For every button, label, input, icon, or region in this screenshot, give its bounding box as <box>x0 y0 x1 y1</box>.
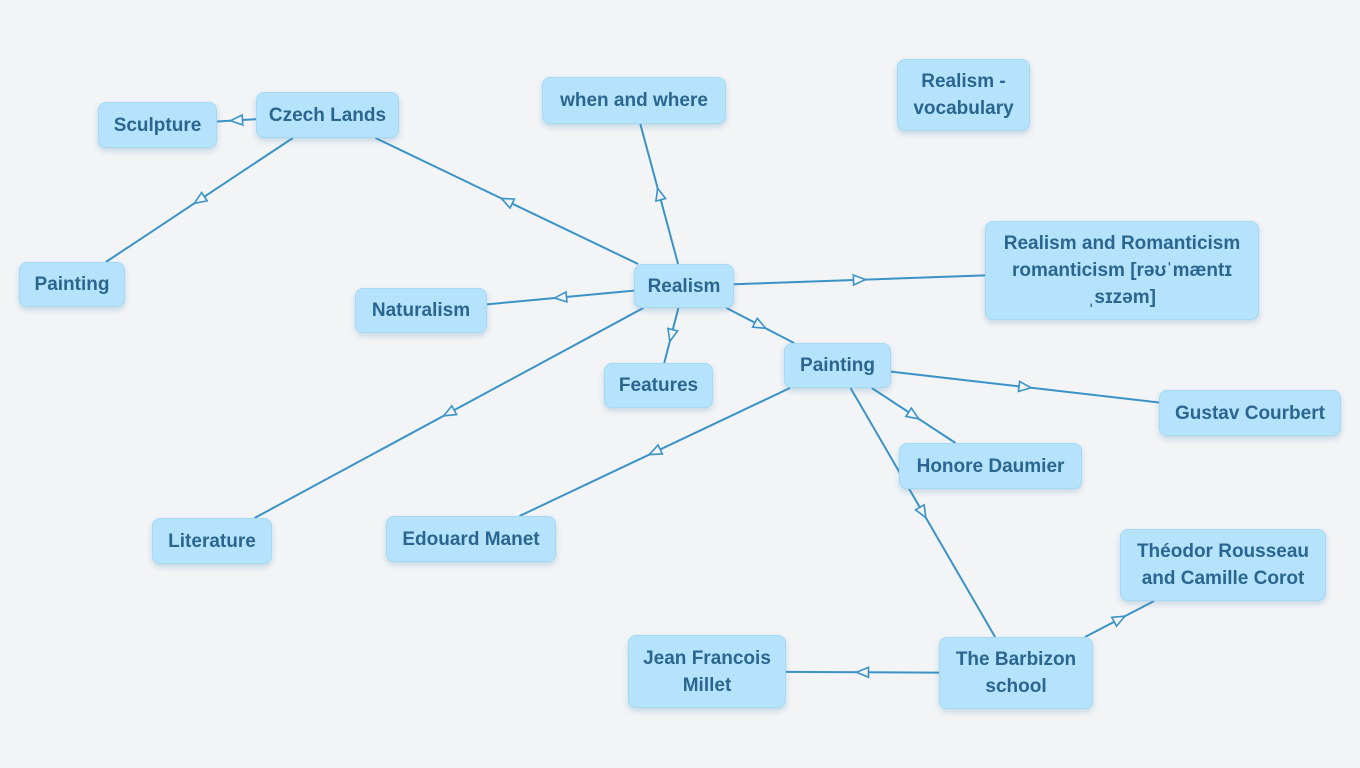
edge-realism-to-czech_lands <box>375 137 639 265</box>
node-label: Literature <box>168 530 256 552</box>
node-label: Naturalism <box>371 300 471 321</box>
node-jean-francois-millet[interactable]: Jean Francois Millet <box>628 635 786 708</box>
edge-arrow-icon <box>751 316 768 330</box>
node-barbizon-school[interactable]: The Barbizon school <box>939 637 1093 709</box>
edge-realism-to-painting <box>726 307 795 344</box>
node-gustav-courbert[interactable]: Gustav Courbert <box>1159 390 1341 436</box>
node-label: Edouard Manet <box>402 528 540 550</box>
edge-arrow-icon <box>228 113 244 127</box>
node-label: when and where <box>560 90 708 111</box>
edge-arrow-icon <box>1017 380 1034 393</box>
node-naturalism[interactable]: Naturalism <box>355 288 487 333</box>
edge-arrow-icon <box>852 273 868 287</box>
node-label: Jean Francois Millet <box>643 647 771 696</box>
edge-barbizon_school-to-rousseau_corot <box>1084 600 1155 638</box>
edge-realism-to-when_and_where <box>639 123 680 265</box>
edge-painting-to-gustav_courbert <box>890 370 1160 404</box>
edge-czech_lands-to-painting_czech <box>105 137 294 263</box>
node-label: Painting <box>800 355 875 376</box>
node-label: Honore Daumier <box>916 455 1065 477</box>
edge-arrow-icon <box>904 406 921 420</box>
node-realism-vocabulary[interactable]: Realism - vocabulary <box>897 59 1030 131</box>
node-label: Czech Lands <box>268 104 387 126</box>
node-label: Théodor Rousseau and Camille Corot <box>1136 541 1310 589</box>
edge-arrow-icon <box>552 290 568 304</box>
edge-arrow-icon <box>192 191 209 205</box>
node-honore-daumier[interactable]: Honore Daumier <box>899 443 1082 489</box>
node-features[interactable]: Features <box>604 363 713 408</box>
node-rousseau-and-corot[interactable]: Théodor Rousseau and Camille Corot <box>1120 529 1326 601</box>
edge-arrow-icon <box>854 666 870 679</box>
node-label: Features <box>618 375 699 396</box>
edge-arrow-icon <box>654 186 667 203</box>
node-label: Painting <box>34 274 110 295</box>
edge-arrow-icon <box>914 503 927 520</box>
node-edouard-manet[interactable]: Edouard Manet <box>386 516 556 562</box>
edge-realism-to-literature <box>254 307 644 519</box>
node-czech-lands[interactable]: Czech Lands <box>256 92 399 138</box>
node-painting-czech-lands[interactable]: Painting <box>19 262 125 307</box>
node-label: Sculpture <box>113 114 202 136</box>
node-realism[interactable]: Realism <box>634 264 734 308</box>
edge-czech_lands-to-sculpture <box>216 118 257 123</box>
node-label: The Barbizon school <box>955 649 1077 697</box>
edge-realism-to-features <box>663 307 680 364</box>
node-label: Gustav Courbert <box>1175 402 1325 424</box>
node-literature[interactable]: Literature <box>152 518 272 564</box>
edge-painting-to-barbizon_school <box>849 387 996 638</box>
node-label: Realism <box>647 275 721 297</box>
node-painting[interactable]: Painting <box>784 343 891 388</box>
node-realism-and-romanticism[interactable]: Realism and Romanticism romanticism [rəʊ… <box>985 221 1259 320</box>
edge-arrow-icon <box>441 404 458 417</box>
edge-arrow-icon <box>1110 615 1127 628</box>
node-when-and-where[interactable]: when and where <box>542 77 726 124</box>
node-label: Realism - vocabulary <box>913 71 1014 119</box>
edge-arrow-icon <box>666 327 680 344</box>
node-label: Realism and Romanticism romanticism [rəʊ… <box>1003 233 1241 308</box>
edge-realism-to-realism_and_romanticism <box>733 274 986 286</box>
edge-realism-to-naturalism <box>486 289 635 306</box>
edge-arrow-icon <box>499 197 516 210</box>
node-sculpture[interactable]: Sculpture <box>98 102 217 148</box>
edge-arrow-icon <box>647 443 664 456</box>
edge-painting-to-honore_daumier <box>871 387 957 444</box>
edge-barbizon_school-to-millet <box>785 670 940 674</box>
